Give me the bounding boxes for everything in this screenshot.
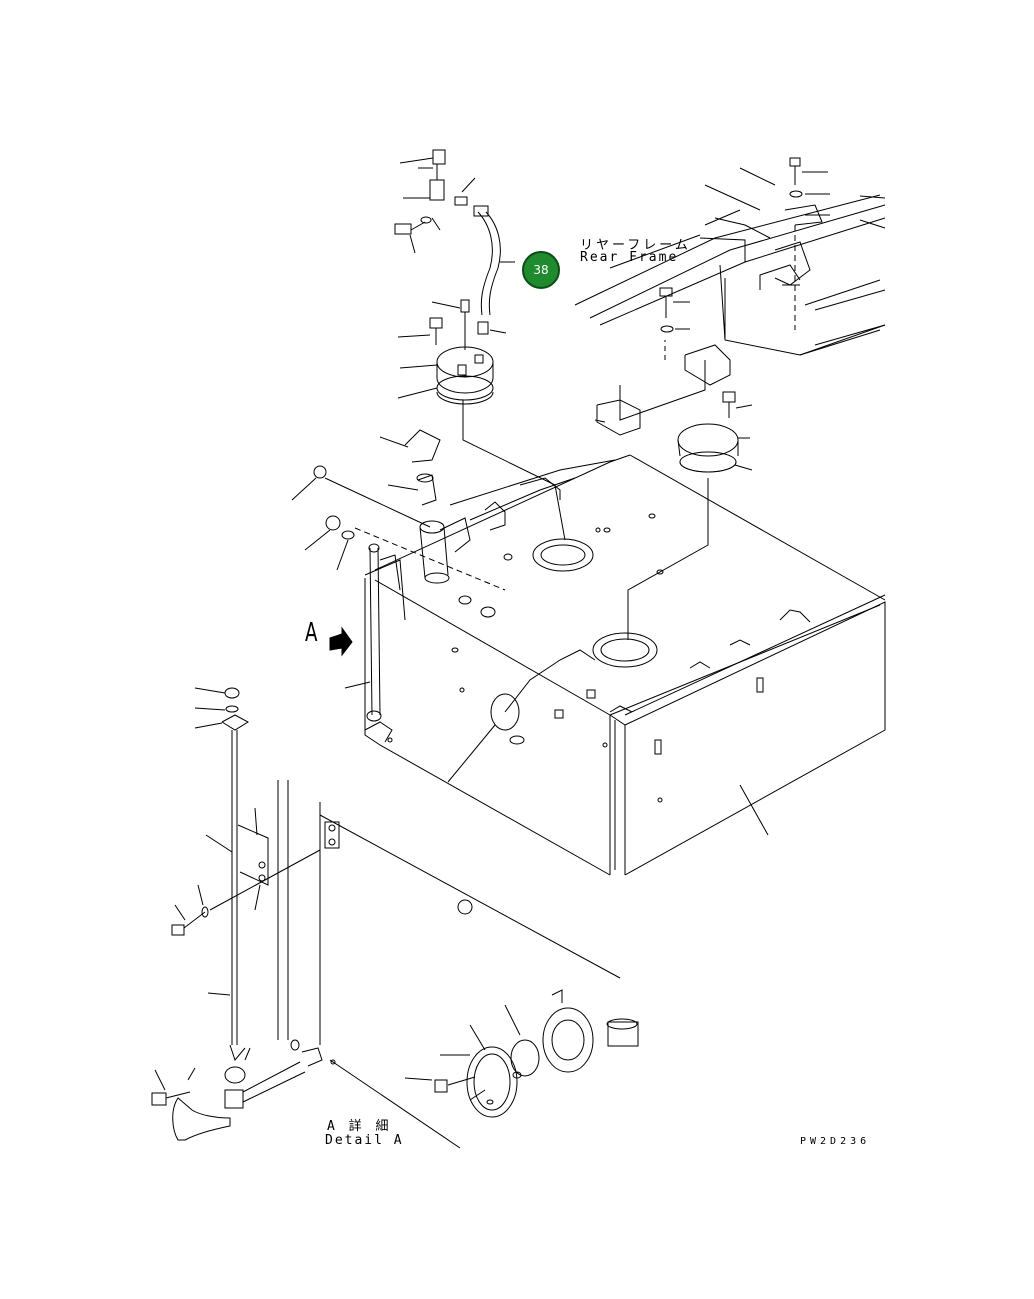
view-arrow-label: A <box>305 618 318 648</box>
detail-a-label: Detail A <box>325 1133 404 1148</box>
callout-number: 38 <box>533 263 549 277</box>
callout-badge[interactable]: 38 <box>522 251 560 289</box>
fuel-hose-assembly <box>292 150 752 640</box>
drawing-code: PW2D236 <box>800 1136 871 1147</box>
fuel-tank <box>365 455 885 875</box>
detail-a <box>152 688 638 1148</box>
view-arrow-a <box>330 628 352 655</box>
leader-lines <box>345 158 768 835</box>
rear-frame <box>575 158 885 435</box>
rear-frame-japanese-label: リヤーフレーム <box>580 238 691 253</box>
detail-a-japanese-label: A 詳 細 <box>327 1119 392 1134</box>
rear-frame-label: Rear Frame <box>580 250 679 265</box>
